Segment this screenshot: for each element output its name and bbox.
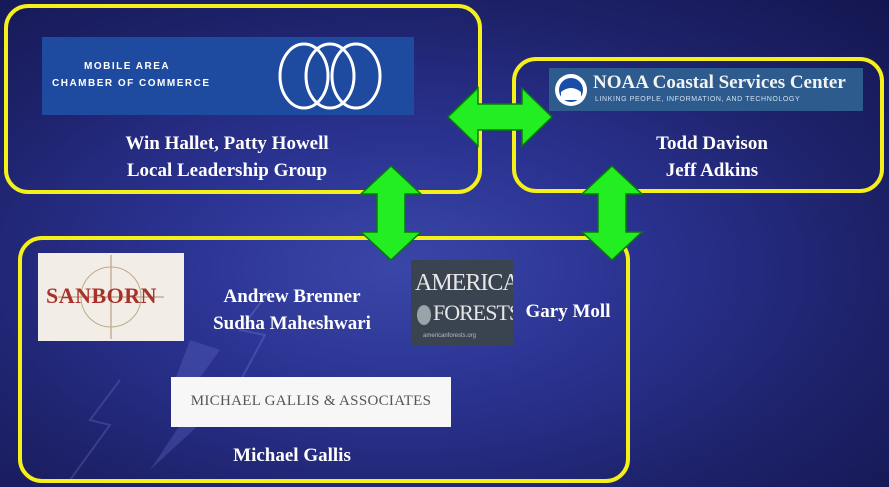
partners-group-box <box>18 236 630 483</box>
chamber-names: Win Hallet, Patty Howell <box>125 133 329 154</box>
noaa-logo-tagline: LINKING PEOPLE, INFORMATION, AND TECHNOL… <box>595 96 801 103</box>
compass-icon <box>58 255 164 339</box>
chamber-group-label: Local Leadership Group <box>126 160 328 181</box>
chamber-group-box <box>4 4 482 194</box>
gallis-logo: MICHAEL GALLIS & ASSOCIATES <box>171 377 451 427</box>
sanborn-name-2: Sudha Maheshwari <box>213 313 371 334</box>
american-forests-logo: AMERICAN FORESTS americanforests.org <box>411 260 513 346</box>
af-logo-line1: AMERICAN <box>415 270 513 296</box>
sanborn-name-1: Andrew Brenner <box>223 286 361 307</box>
af-logo-url: americanforests.org <box>423 333 477 339</box>
noaa-logo: NOAA Coastal Services Center LINKING PEO… <box>549 68 863 111</box>
leaf-icon <box>417 305 431 325</box>
noaa-name-2: Jeff Adkins <box>665 160 759 181</box>
sanborn-logo-text: SANBORN <box>46 283 158 308</box>
noaa-emblem-icon <box>555 74 587 106</box>
vertical-double-arrow-left-icon <box>359 164 423 262</box>
chamber-logo-line1: MOBILE AREA <box>84 61 171 72</box>
gallis-name: Michael Gallis <box>233 445 351 466</box>
horizontal-double-arrow-icon <box>446 86 554 148</box>
sanborn-logo: SANBORN <box>38 253 184 341</box>
chamber-of-commerce-logo: MOBILE AREA CHAMBER OF COMMERCE <box>42 37 414 115</box>
vertical-double-arrow-right-icon <box>580 164 644 262</box>
af-logo-line2: FORESTS <box>433 300 513 325</box>
noaa-name-1: Todd Davison <box>656 133 768 154</box>
gallis-logo-text: MICHAEL GALLIS & ASSOCIATES <box>190 393 432 409</box>
noaa-logo-title: NOAA Coastal Services Center <box>593 72 846 93</box>
chamber-logo-line2: CHAMBER OF COMMERCE <box>52 78 211 89</box>
chamber-rings-icon <box>278 42 382 110</box>
american-forests-name: Gary Moll <box>525 301 611 322</box>
